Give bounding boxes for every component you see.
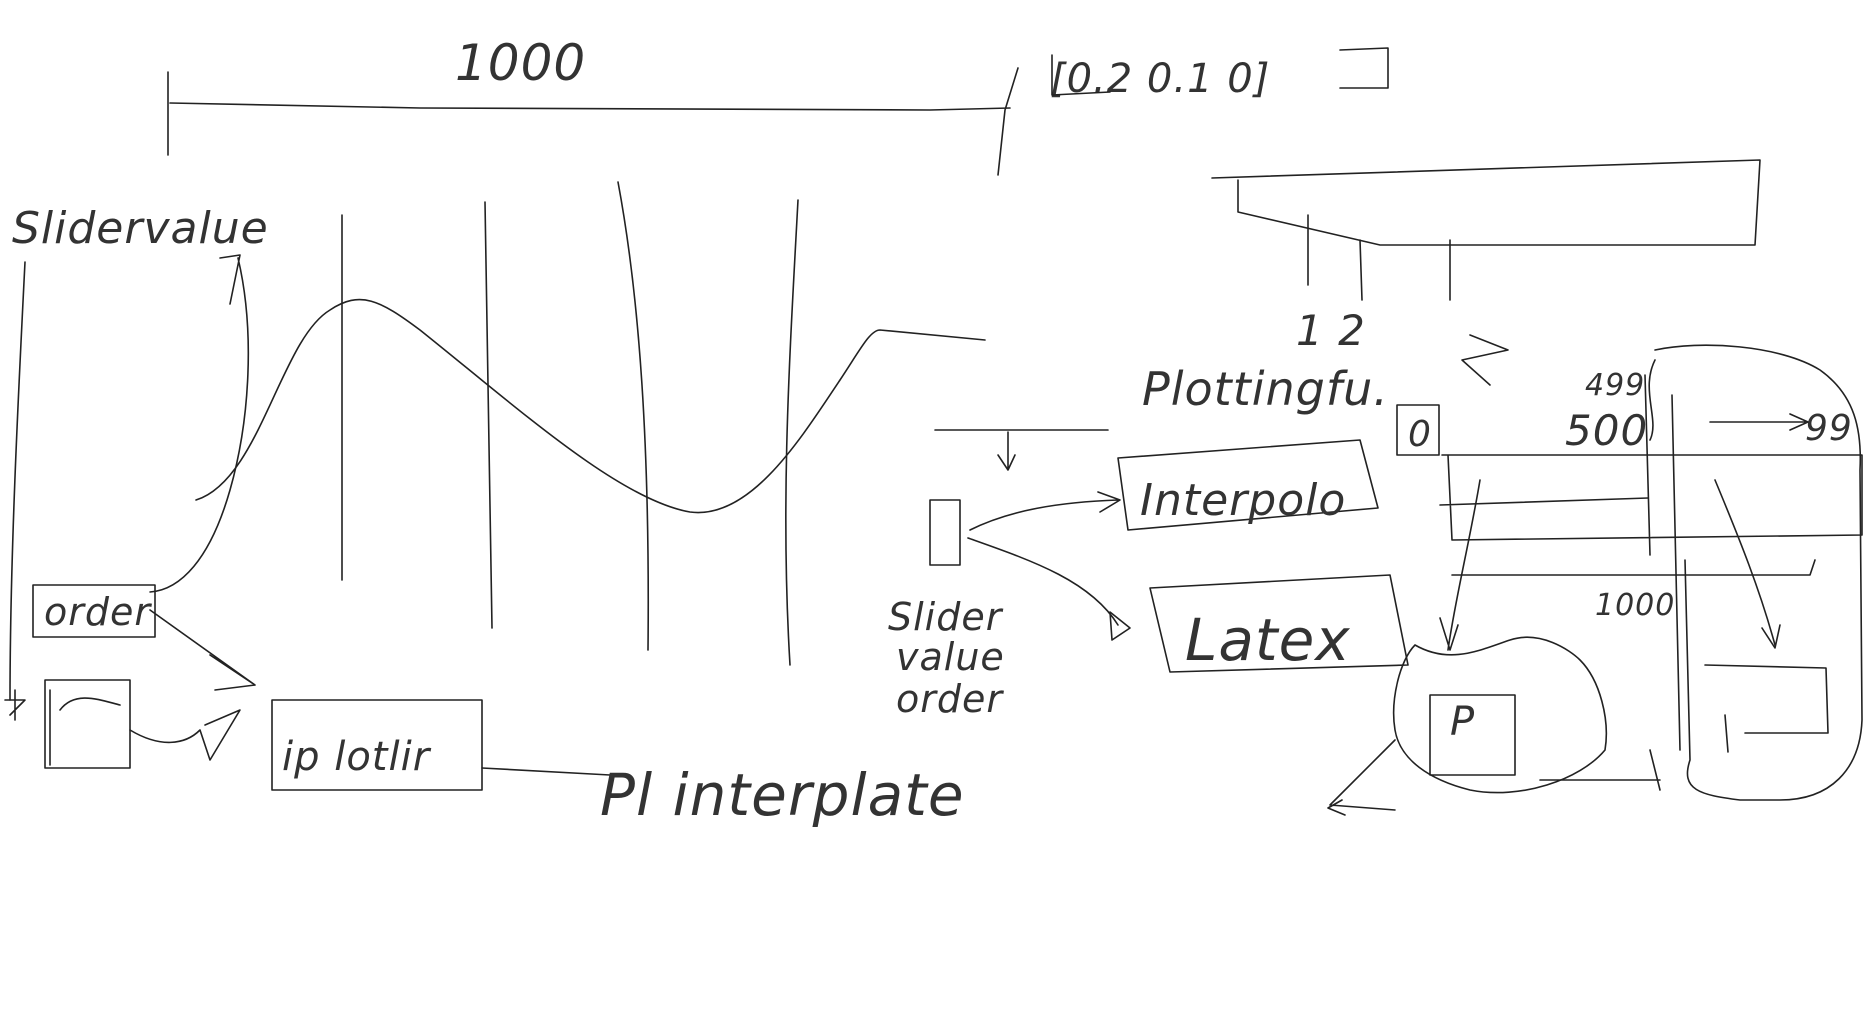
interpolate-box-label: Interpolo xyxy=(1140,475,1346,526)
value-99: 99 xyxy=(1805,408,1853,449)
value-arrow xyxy=(1709,413,1809,431)
left-diagonal-arrow xyxy=(1439,479,1481,651)
slider-value-order-1: Slider xyxy=(888,595,1004,639)
right-slider-knob-lines xyxy=(1644,359,1681,751)
right-top-bracket xyxy=(1211,159,1761,246)
slider-to-latex-arrow xyxy=(967,537,1131,641)
order-box xyxy=(32,584,156,638)
right-inner-box xyxy=(1704,664,1829,753)
plotting-functions-label: Plottingfu. xyxy=(1142,362,1389,416)
slider-node xyxy=(929,499,961,566)
p-box-cloud xyxy=(1392,636,1608,794)
p-box-arrows xyxy=(1327,739,1661,816)
top-right-vector: [0.2 0.1 0] xyxy=(1050,56,1270,102)
slider-range-line xyxy=(167,67,1019,176)
interpolate-box xyxy=(1117,439,1379,531)
right-ticks xyxy=(1307,214,1451,301)
p-box-label: P xyxy=(1450,699,1475,745)
slider-to-interpolate-arrow xyxy=(969,491,1121,531)
top-right-vector-box xyxy=(1051,47,1389,96)
plotter-box-label: ip lotlir xyxy=(282,734,432,780)
latex-box xyxy=(1149,574,1409,673)
value-1000-right: 1000 xyxy=(1595,588,1675,623)
right-outer-frame xyxy=(1654,344,1863,801)
slider-value-order-3: order xyxy=(896,677,1004,721)
zero-box-label: 0 xyxy=(1408,414,1432,455)
plotter-output-line xyxy=(481,767,611,776)
small-box-to-plotter-link xyxy=(129,709,241,761)
value-499: 499 xyxy=(1585,368,1645,403)
small-left-box-scribble xyxy=(4,689,121,766)
interpolation-curve xyxy=(195,298,986,514)
pl-interplate-label: Pl interplate xyxy=(600,761,965,829)
slider-max-label: 1000 xyxy=(455,34,586,92)
right-slider-rails xyxy=(1439,454,1863,576)
zero-box xyxy=(1396,404,1440,456)
plotter-box xyxy=(271,699,483,791)
tick-12-label: 1 2 xyxy=(1296,306,1366,355)
grid-lines xyxy=(341,181,799,666)
value-500: 500 xyxy=(1565,406,1648,455)
latex-box-label: Latex xyxy=(1185,606,1351,674)
middle-down-arrow xyxy=(997,431,1016,471)
tick-12-arrow xyxy=(1461,334,1509,386)
slider-up-arrow xyxy=(149,254,250,593)
slider-value-order-2: value xyxy=(896,635,1005,679)
order-to-plotter-arrow xyxy=(149,609,256,691)
slider-value-label: Slidervalue xyxy=(12,203,269,254)
right-down-arrow xyxy=(1714,479,1781,649)
order-box-label: order xyxy=(44,590,152,634)
small-left-box xyxy=(44,679,131,769)
left-bracket xyxy=(9,261,26,701)
p-box xyxy=(1429,694,1516,776)
